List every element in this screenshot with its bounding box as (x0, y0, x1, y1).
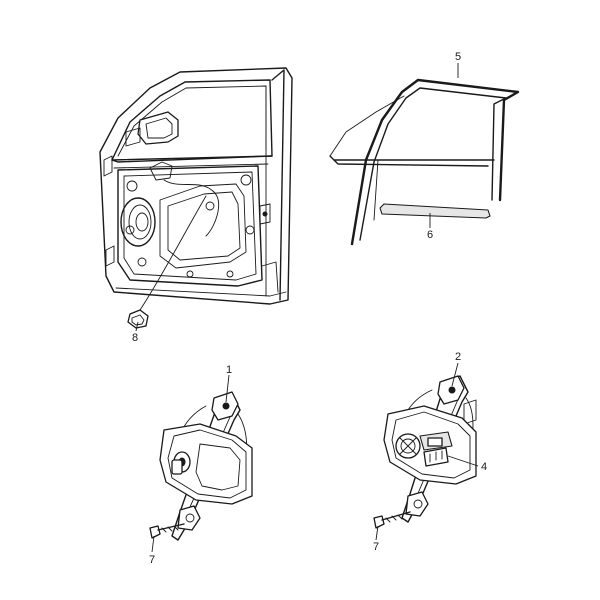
callout-6: 6 (427, 229, 433, 241)
callout-2: 2 (455, 351, 461, 363)
leader-2 (451, 362, 459, 387)
callout-leaders (135, 63, 479, 553)
callout-labels: 5 6 8 1 2 4 7 7 (132, 51, 487, 566)
callout-5: 5 (455, 51, 461, 63)
bolt-part-7-left (149, 523, 185, 539)
leader-1 (225, 374, 230, 403)
window-regulator-part-2 (383, 375, 477, 523)
leader-8 (135, 321, 139, 332)
window-regulator-part-1 (159, 391, 253, 541)
seal-strip-part-6 (379, 203, 491, 219)
callout-4: 4 (481, 461, 487, 473)
bolt-part-7-right (373, 511, 411, 529)
window-seal-part-5 (329, 78, 520, 246)
leader-7-left (151, 535, 155, 553)
leader-4 (447, 455, 479, 467)
control-module-part-4 (419, 431, 453, 467)
callout-7-left: 7 (149, 554, 155, 566)
callout-7-right: 7 (373, 541, 379, 553)
door-shell (99, 67, 293, 311)
leader-7-right (375, 525, 379, 541)
clip-part-8 (127, 309, 149, 329)
callout-1: 1 (226, 364, 232, 376)
callout-8: 8 (132, 332, 138, 344)
